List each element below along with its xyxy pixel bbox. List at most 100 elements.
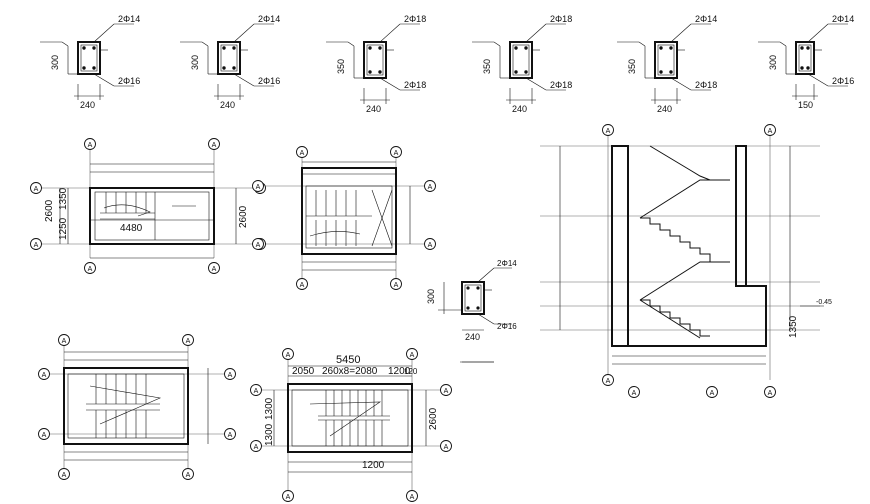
axis-tag: A	[58, 334, 70, 346]
svg-text:A: A	[42, 372, 47, 379]
plan4-steps: 260x8=2080	[322, 366, 378, 377]
axis-tag: A	[224, 428, 236, 440]
section-top-rebar: 2Φ14	[118, 14, 140, 24]
axis-tag: A	[252, 238, 264, 250]
plan4-bottom-seg: 1200	[362, 460, 385, 471]
svg-text:A: A	[632, 390, 637, 397]
axis-tag: A	[182, 468, 194, 480]
svg-text:A: A	[186, 472, 191, 479]
stair-plan-2	[258, 150, 430, 282]
axis-tag: A	[208, 138, 220, 150]
mid-section-width: 240	[465, 332, 480, 342]
stair-section: 1350 -0.45	[540, 130, 832, 380]
svg-text:A: A	[212, 266, 217, 273]
plan1-right-dim: 2600	[238, 205, 249, 228]
beam-section-mid: 2Φ14 2Φ16 300 240	[426, 259, 517, 363]
axis-tag: A	[406, 490, 418, 502]
mid-section-height: 300	[426, 289, 436, 304]
section-bottom-rebar: 2Φ16	[258, 76, 280, 86]
svg-text:A: A	[300, 282, 305, 289]
section-bottom-rebar: 2Φ18	[695, 80, 717, 90]
axis-tag: A	[182, 334, 194, 346]
axis-tag: A	[296, 146, 308, 158]
plan4-seg3: 1200	[388, 366, 411, 377]
axis-tag: A	[390, 278, 402, 290]
axis-tag: A	[282, 490, 294, 502]
section-height: 350	[482, 59, 492, 74]
svg-text:A: A	[394, 150, 399, 157]
axis-tags: AAAAAAAAAAAAAAAAAAAAAAAAAAAAAAAAAAAAAA	[30, 124, 776, 502]
svg-text:A: A	[62, 472, 67, 479]
plan4-seg4: 120	[404, 367, 418, 376]
svg-text:A: A	[88, 142, 93, 149]
axis-tag: A	[58, 468, 70, 480]
plan1-lower-dim: 1250	[58, 217, 69, 240]
axis-tag: A	[252, 180, 264, 192]
axis-tag: A	[628, 386, 640, 398]
svg-text:A: A	[228, 372, 233, 379]
plan4-lower-dim: 1300	[264, 423, 275, 446]
section-top-rebar: 2Φ14	[832, 14, 854, 24]
svg-text:A: A	[286, 352, 291, 359]
axis-tag: A	[764, 124, 776, 136]
svg-text:A: A	[768, 390, 773, 397]
axis-tag: A	[30, 238, 42, 250]
beam-section-5: 2Φ14 2Φ18 350 240	[617, 14, 717, 114]
section-width: 150	[798, 100, 813, 110]
section-dim-1350: 1350	[788, 315, 799, 338]
section-top-rebar: 2Φ18	[550, 14, 572, 24]
section-width: 240	[366, 104, 381, 114]
svg-text:A: A	[300, 150, 305, 157]
section-width: 240	[657, 104, 672, 114]
stair-plan-3	[44, 342, 230, 472]
section-width: 240	[220, 100, 235, 110]
mid-section-top-rebar: 2Φ14	[497, 259, 517, 268]
svg-text:A: A	[768, 128, 773, 135]
svg-text:A: A	[606, 378, 611, 385]
section-top-rebar: 2Φ14	[695, 14, 717, 24]
svg-text:A: A	[34, 242, 39, 249]
svg-text:A: A	[286, 494, 291, 501]
axis-tag: A	[84, 138, 96, 150]
mid-section-bottom-rebar: 2Φ16	[497, 322, 517, 331]
axis-tag: A	[250, 384, 262, 396]
section-bottom-rebar: 2Φ18	[550, 80, 572, 90]
svg-text:A: A	[88, 266, 93, 273]
svg-text:A: A	[394, 282, 399, 289]
svg-text:A: A	[710, 390, 715, 397]
plan4-seg1: 2050	[292, 366, 315, 377]
section-width: 240	[80, 100, 95, 110]
svg-text:A: A	[428, 242, 433, 249]
axis-tag: A	[30, 182, 42, 194]
section-width: 240	[512, 104, 527, 114]
axis-tag: A	[282, 348, 294, 360]
plan1-total-height: 2600	[44, 199, 55, 222]
axis-tag: A	[706, 386, 718, 398]
axis-tag: A	[38, 428, 50, 440]
axis-tag: A	[250, 440, 262, 452]
section-height: 300	[190, 55, 200, 70]
axis-tag: A	[224, 368, 236, 380]
plan1-upper-dim: 1350	[58, 187, 69, 210]
axis-tag: A	[440, 440, 452, 452]
section-bottom-rebar: 2Φ16	[832, 76, 854, 86]
section-height: 350	[627, 59, 637, 74]
svg-text:A: A	[410, 494, 415, 501]
plan4-total-width: 5450	[336, 354, 360, 366]
stair-plan-4: 5450 2050 260x8=2080 1200 120 1300 1300 …	[256, 354, 446, 496]
beam-section-4: 2Φ18 2Φ18 350 240	[472, 14, 572, 114]
axis-tag: A	[84, 262, 96, 274]
section-top-rebar: 2Φ18	[404, 14, 426, 24]
axis-tag: A	[424, 238, 436, 250]
svg-text:A: A	[228, 432, 233, 439]
section-top-rebar: 2Φ14	[258, 14, 280, 24]
axis-tag: A	[440, 384, 452, 396]
svg-text:A: A	[254, 388, 259, 395]
svg-text:A: A	[62, 338, 67, 345]
svg-text:A: A	[428, 184, 433, 191]
svg-text:A: A	[212, 142, 217, 149]
axis-tag: A	[602, 124, 614, 136]
svg-text:A: A	[254, 444, 259, 451]
